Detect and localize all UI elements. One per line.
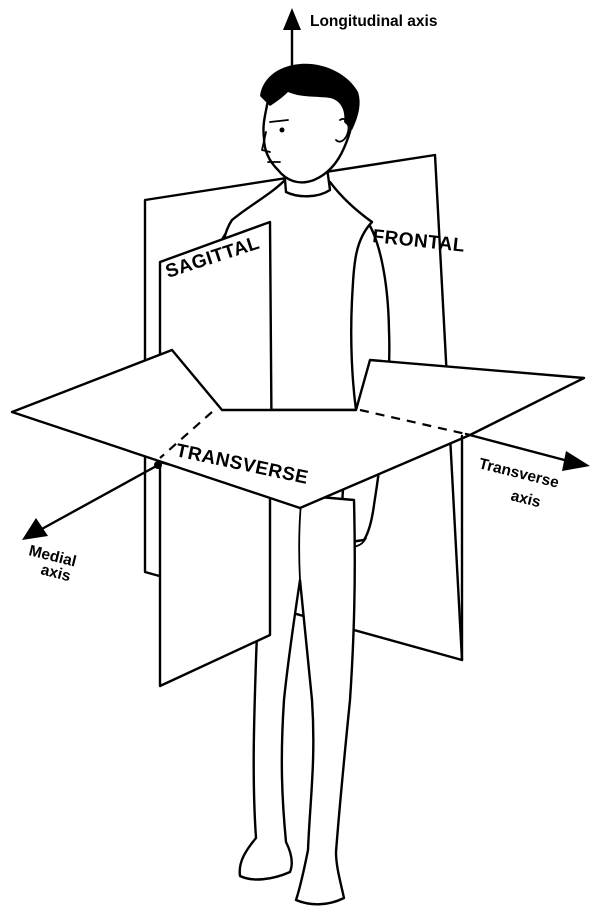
eye bbox=[280, 128, 285, 133]
axes-intersection-point bbox=[154, 461, 162, 469]
transverse-axis-label-line2: axis bbox=[509, 487, 542, 511]
transverse-axis-label-line1: Transverse bbox=[477, 455, 561, 491]
longitudinal-axis-arrowhead bbox=[283, 8, 301, 30]
sagittal-plane-lower bbox=[160, 462, 270, 686]
transverse-axis-arrowhead bbox=[562, 451, 590, 471]
medial-axis-line bbox=[40, 464, 160, 530]
longitudinal-axis-label: Longitudinal axis bbox=[310, 13, 437, 30]
